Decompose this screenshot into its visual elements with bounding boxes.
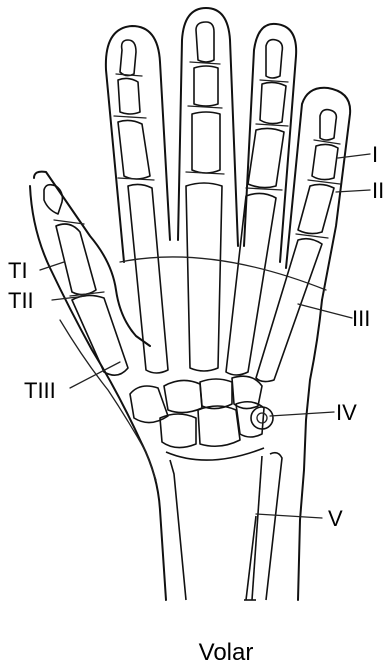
label-III: III bbox=[352, 306, 370, 331]
figure-caption: Volar bbox=[199, 639, 254, 666]
carpal-bones bbox=[130, 376, 273, 447]
label-II: II bbox=[372, 178, 384, 203]
label-V: V bbox=[328, 506, 343, 531]
label-TI: TI bbox=[8, 258, 28, 283]
metacarpals bbox=[120, 183, 326, 382]
label-IV: IV bbox=[336, 400, 357, 425]
label-TII: TII bbox=[8, 288, 34, 313]
forearm-bones bbox=[166, 448, 282, 600]
leader-lines bbox=[40, 154, 370, 518]
label-I: I bbox=[372, 142, 378, 167]
label-TIII: TIII bbox=[24, 378, 56, 403]
phalanges bbox=[114, 22, 340, 238]
hand-outline bbox=[30, 8, 350, 600]
